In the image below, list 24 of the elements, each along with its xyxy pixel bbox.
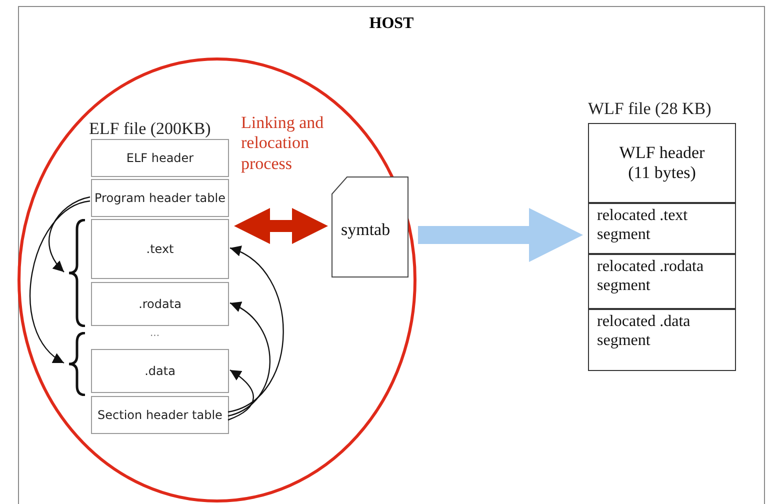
- section-box: .rodata: [91, 282, 229, 326]
- curved-arrow: [228, 302, 270, 417]
- curved-arrow: [48, 196, 90, 272]
- section-box: Program header table: [91, 179, 229, 217]
- section-box: Section header table: [91, 396, 229, 434]
- document-label: symtab: [341, 220, 390, 240]
- section-box: ELF header: [91, 139, 229, 177]
- file-title: WLF file (28 KB): [588, 99, 712, 119]
- block-arrow: [418, 208, 583, 262]
- segment-box: WLF header (11 bytes): [588, 123, 736, 203]
- section-box: .text: [91, 219, 229, 279]
- frame-title: HOST: [368, 15, 415, 33]
- block-arrow: [234, 208, 328, 244]
- segment-box: relocated .rodata segment: [588, 254, 736, 309]
- ellipsis-label: ...: [150, 328, 160, 339]
- segment-box: relocated .text segment: [588, 203, 736, 254]
- host-frame: [18, 6, 765, 504]
- process-title: Linking and relocation process: [241, 113, 325, 174]
- segment-box: relocated .data segment: [588, 309, 736, 371]
- curved-arrow: [228, 370, 254, 421]
- curved-arrow: [228, 247, 284, 413]
- section-box: .data: [91, 349, 229, 393]
- file-title: ELF file (200KB): [89, 119, 211, 139]
- curved-arrow: [30, 200, 90, 364]
